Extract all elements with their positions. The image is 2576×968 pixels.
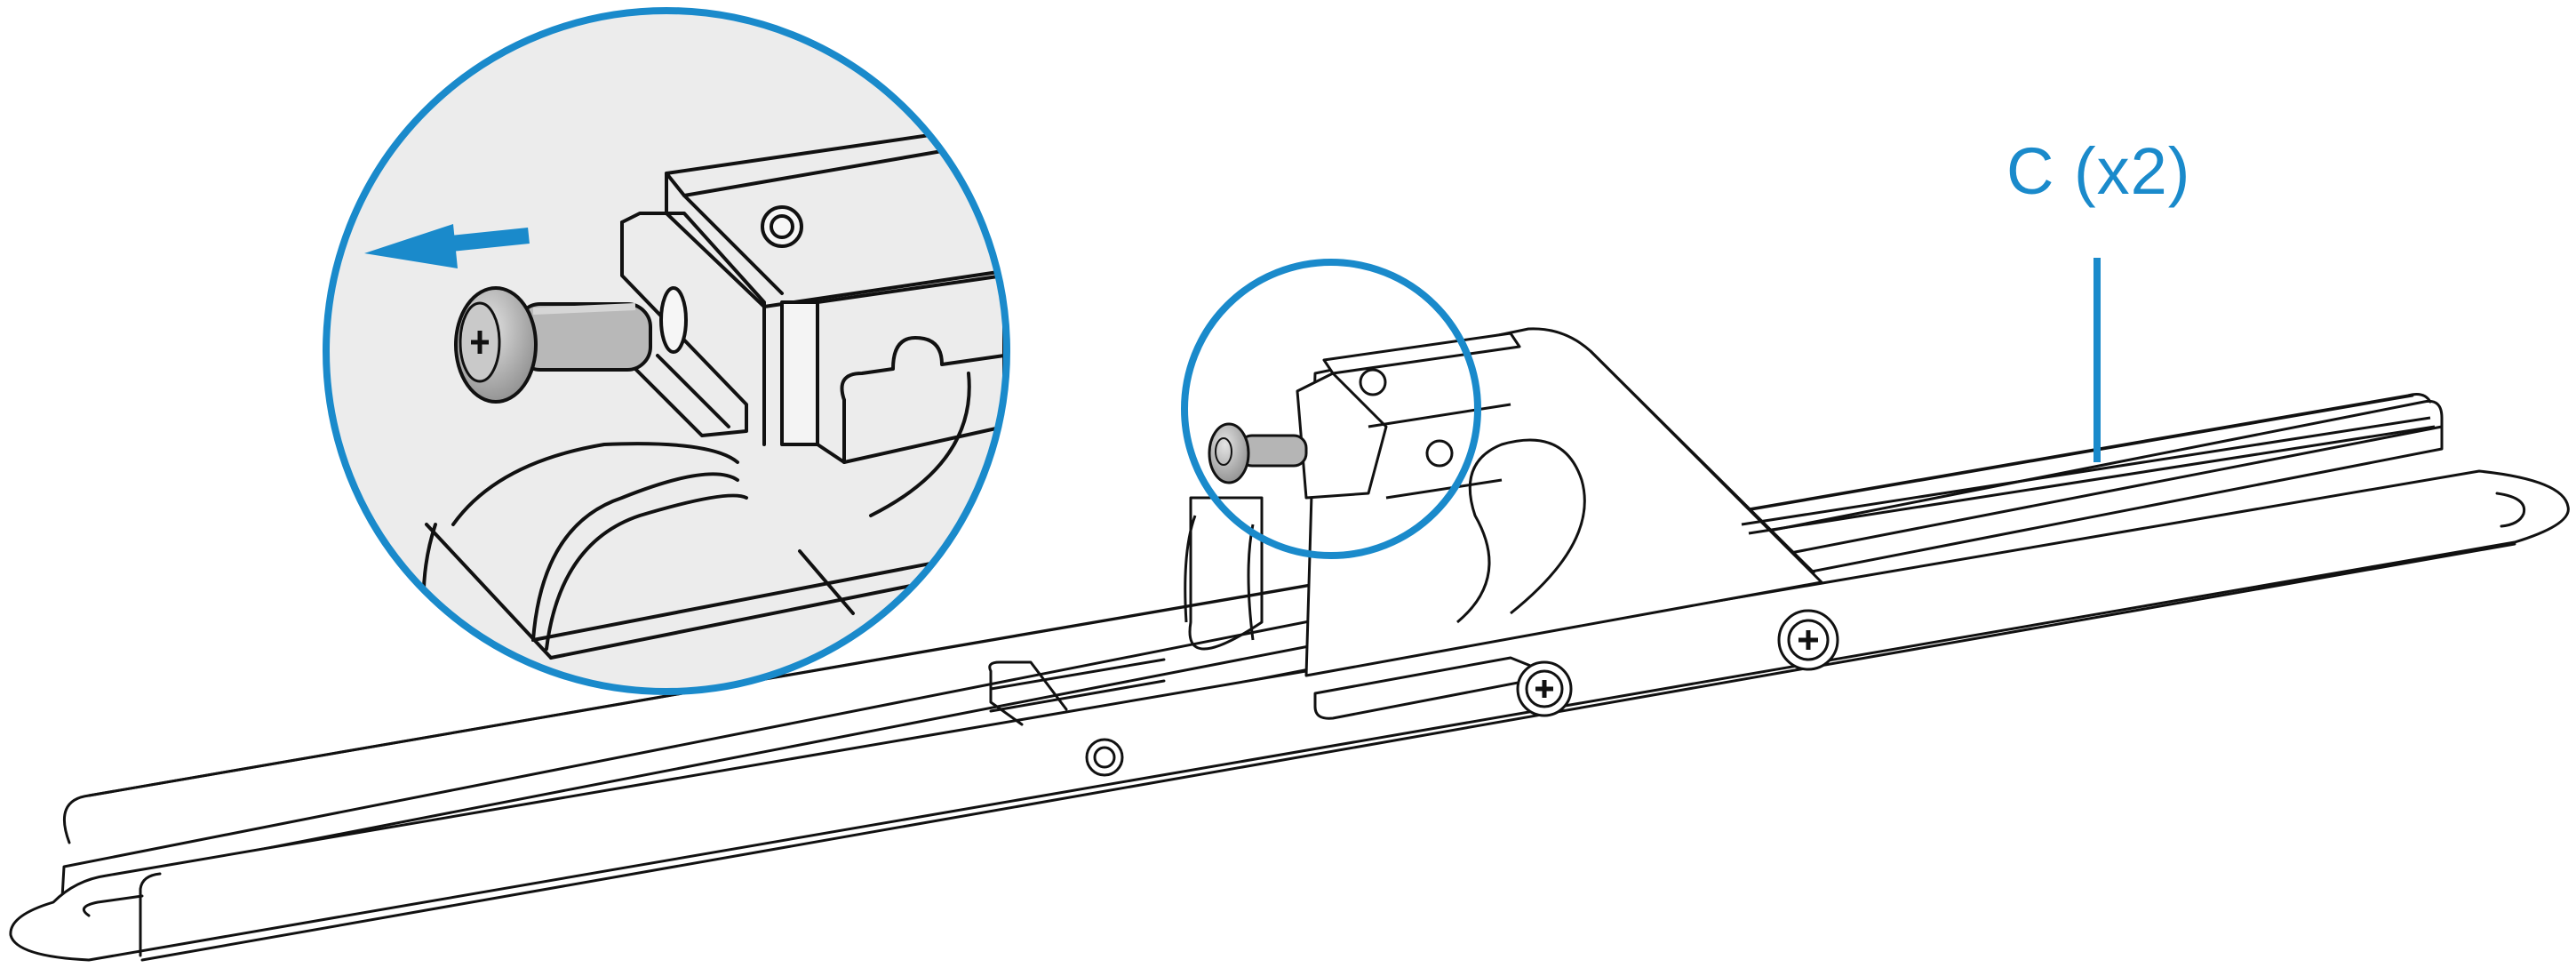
arrow-left-icon xyxy=(364,224,530,268)
detail-circle-small xyxy=(1181,259,1521,641)
rail-screw-middle xyxy=(1516,660,1573,717)
mounting-rail xyxy=(9,393,2570,962)
small-screw xyxy=(1208,422,1308,484)
zoom-detail xyxy=(323,7,1010,695)
rail-screw-right xyxy=(1777,609,1839,671)
phillips-screw-icon xyxy=(454,286,652,404)
part-label: C (x2) xyxy=(2006,134,2191,208)
rail-screw-left xyxy=(1085,738,1124,777)
